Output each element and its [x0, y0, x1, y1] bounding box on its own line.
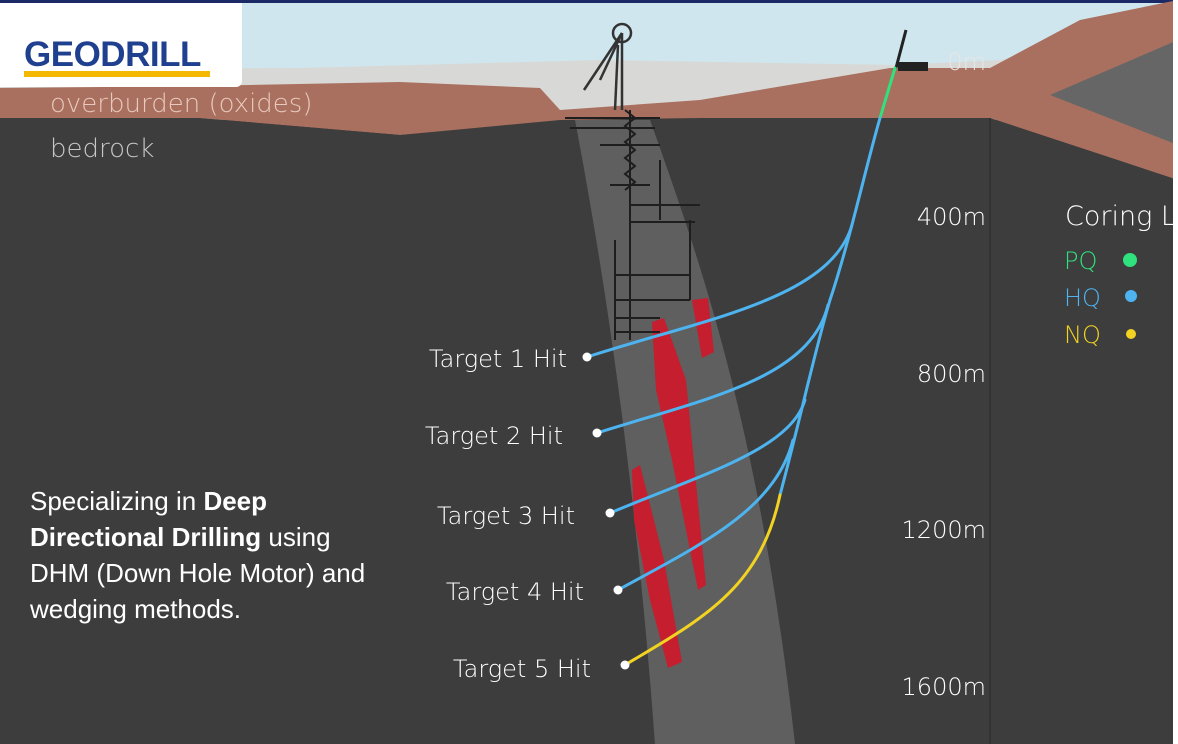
- drill-rig: [894, 29, 928, 71]
- legend-nq-dot: [1126, 329, 1136, 339]
- cliff-face: [1050, 40, 1178, 145]
- ore-body-3: [632, 465, 682, 668]
- target-4-label: Target 4 Hit: [446, 578, 584, 606]
- bedrock-layer: [0, 118, 1178, 744]
- target-1-label: Target 1 Hit: [429, 345, 567, 373]
- caption-pre: Specializing in: [30, 486, 204, 516]
- caption: Specializing in Deep Directional Drillin…: [30, 483, 390, 627]
- overburden-layer: [0, 0, 1178, 180]
- nq-branch-target-5: [623, 493, 782, 667]
- legend-pq-label: PQ: [1064, 247, 1097, 275]
- logo-underline: [24, 71, 210, 77]
- branch-target-4: [616, 438, 795, 592]
- depth-800m: 800m: [917, 360, 986, 388]
- target-3-label: Target 3 Hit: [437, 502, 575, 530]
- caption-bold: Deep Directional Drilling: [30, 486, 268, 552]
- depth-1200m: 1200m: [902, 516, 986, 544]
- coring-legend: Coring L PQ HQ NQ: [1064, 201, 1176, 349]
- branch-target-3: [608, 398, 807, 515]
- bedrock-label: bedrock: [50, 134, 154, 164]
- ore-body-2: [652, 318, 706, 590]
- main-hole-hq: [778, 116, 882, 497]
- depth-1600m: 1600m: [902, 673, 986, 701]
- target-5-label: Target 5 Hit: [453, 655, 591, 683]
- branch-target-1: [585, 223, 854, 359]
- legend-hq-label: HQ: [1064, 284, 1101, 312]
- legend-pq-dot: [1123, 253, 1137, 267]
- legend-title: Coring L: [1065, 201, 1176, 232]
- caption-post: using DHM (Down Hole Motor) and wedging …: [30, 522, 366, 624]
- mine-workings: [565, 109, 700, 340]
- pq-section: [878, 66, 897, 120]
- depth-0m: 0m: [947, 48, 986, 76]
- legend-hq-dot: [1125, 290, 1137, 302]
- ore-body-1: [692, 298, 714, 358]
- overburden-label: overburden (oxides): [50, 89, 313, 119]
- top-border: [0, 0, 1178, 3]
- right-edge: [1173, 0, 1178, 744]
- logo-text: GEODRILL: [24, 35, 201, 74]
- target-dots: [582, 352, 630, 670]
- logo: GEODRILL: [0, 3, 242, 87]
- branch-target-2: [595, 303, 830, 435]
- target-2-label: Target 2 Hit: [425, 422, 563, 450]
- headframe: [582, 22, 633, 111]
- depth-400m: 400m: [917, 203, 986, 231]
- legend-nq-label: NQ: [1064, 321, 1101, 349]
